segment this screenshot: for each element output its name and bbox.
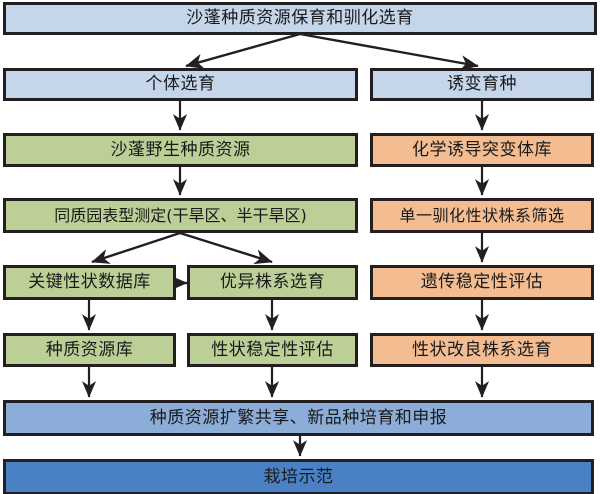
node-common-garden-phenotyping[interactable]: 同质园表型测定(干旱区、半干旱区): [3, 198, 358, 233]
node-propagation-sharing-new-variety[interactable]: 种质资源扩繁共享、新品种培育和申报: [3, 400, 594, 436]
node-germplasm-resource-bank[interactable]: 种质资源库: [3, 333, 176, 367]
node-single-trait-line-screening[interactable]: 单一驯化性状株系筛选: [370, 198, 594, 233]
node-trait-improved-line-selection[interactable]: 性状改良株系选育: [370, 333, 594, 367]
node-branch-individual-selection[interactable]: 个体选育: [3, 68, 358, 101]
node-title[interactable]: 沙蓬种质资源保育和驯化选育: [3, 2, 597, 35]
node-chemical-mutant-library[interactable]: 化学诱导突变体库: [370, 133, 594, 167]
connector-garden-split: [91, 231, 273, 265]
node-genetic-stability-evaluation[interactable]: 遗传稳定性评估: [370, 265, 594, 300]
node-superior-line-selection[interactable]: 优异株系选育: [187, 265, 358, 300]
node-trait-stability-evaluation[interactable]: 性状稳定性评估: [187, 333, 358, 367]
node-branch-mutation-breeding[interactable]: 诱变育种: [370, 68, 594, 101]
node-wild-germplasm[interactable]: 沙蓬野生种质资源: [3, 133, 358, 167]
node-cultivation-demonstration[interactable]: 栽培示范: [3, 459, 594, 494]
connector-title-to-branches: [185, 32, 479, 71]
node-key-trait-database[interactable]: 关键性状数据库: [3, 265, 176, 300]
